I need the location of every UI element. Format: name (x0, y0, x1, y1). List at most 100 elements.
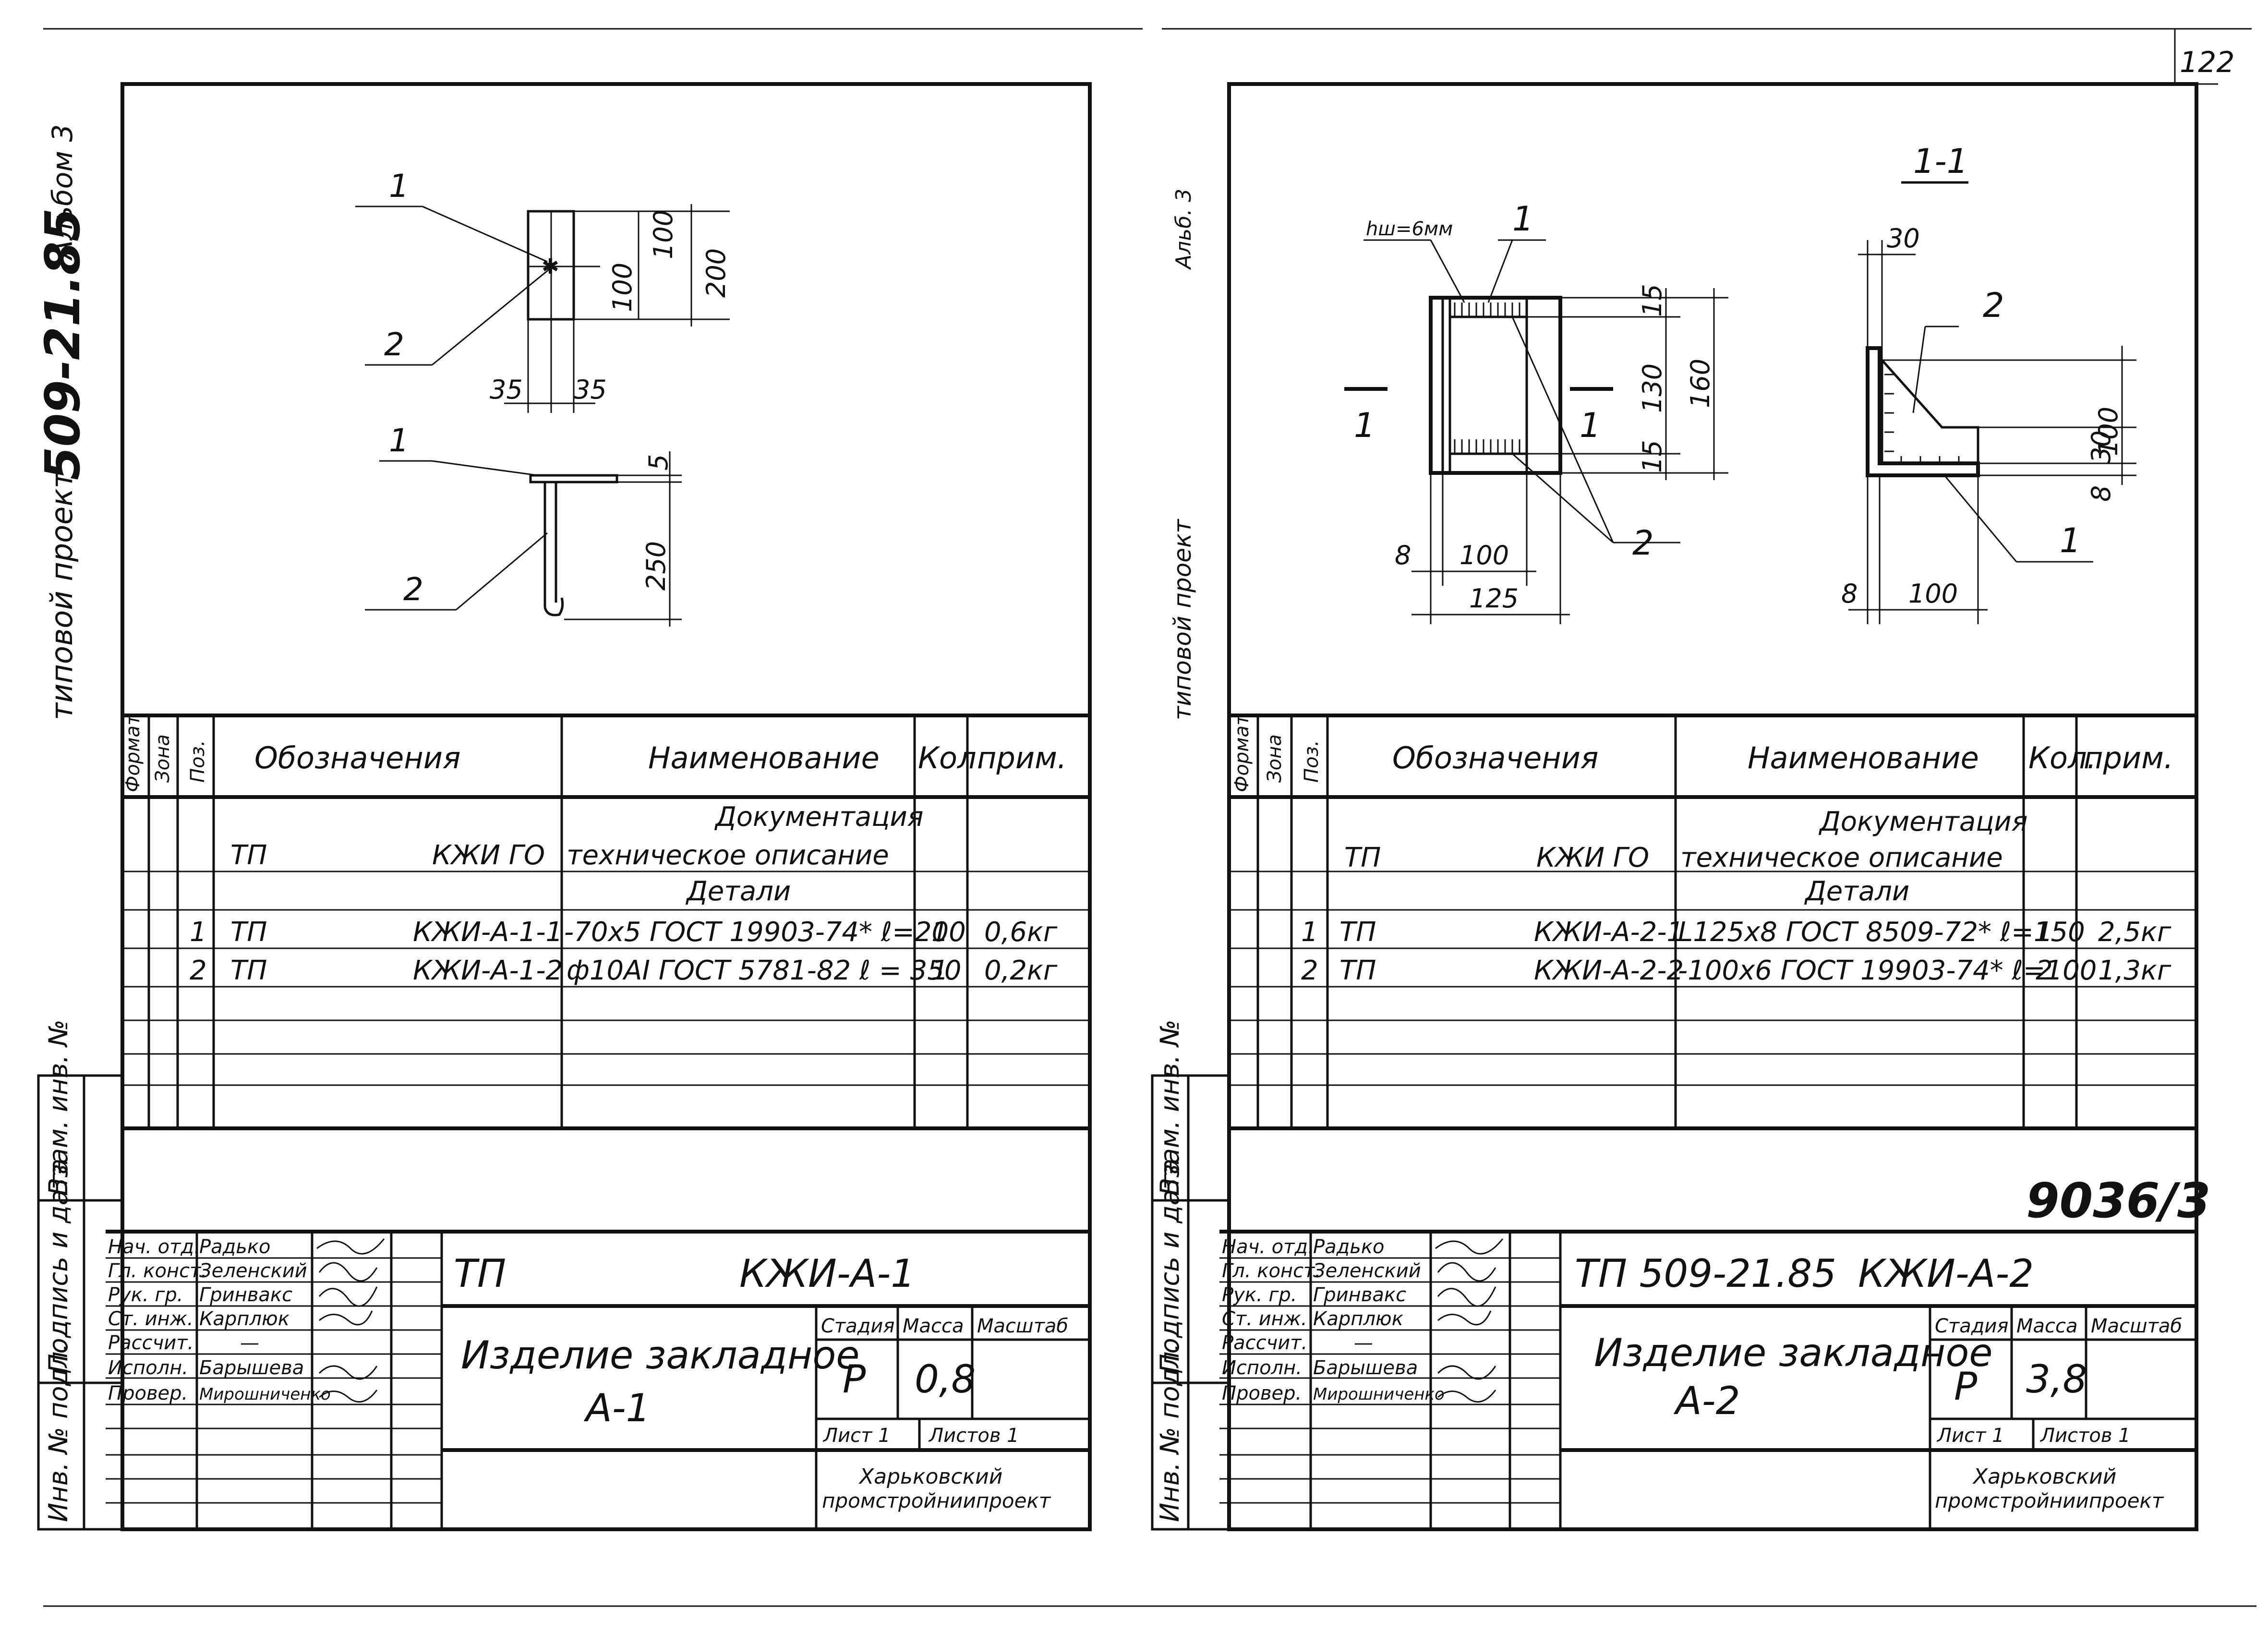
svg-text:Стадия: Стадия (821, 1315, 894, 1337)
svg-text:Кол.: Кол. (2028, 740, 2096, 775)
svg-text:1: 1 (190, 917, 207, 948)
svg-text:2: 2 (190, 955, 207, 986)
svg-text:Наименование: Наименование (1748, 740, 1979, 775)
left-callout-1: 1 (389, 168, 409, 205)
svg-text:Детали: Детали (1804, 876, 1909, 907)
svg-text:ТП: ТП (230, 840, 267, 871)
svg-text:100: 100 (2093, 407, 2123, 456)
svg-text:Изделие закладное: Изделие закладное (1594, 1331, 1993, 1375)
gusset-plate (1881, 357, 1979, 465)
svg-text:Поз.: Поз. (1301, 740, 1323, 783)
svg-text:Лист 1: Лист 1 (1936, 1425, 2004, 1447)
weld-hatching-front (1454, 302, 1520, 454)
svg-text:Барышева: Барышева (199, 1357, 304, 1379)
svg-text:ф10АI ГОСТ 5781-82 ℓ = 350: ф10АI ГОСТ 5781-82 ℓ = 350 (567, 955, 961, 986)
right-callout-2: 2 (1632, 523, 1654, 563)
right-side-field-replace: Взам. инв. № (1155, 1019, 1185, 1196)
svg-text:100: 100 (648, 210, 678, 259)
svg-text:промстройниипроект: промстройниипроект (822, 1489, 1051, 1512)
svg-text:-70х5 ГОСТ 19903-74* ℓ=200: -70х5 ГОСТ 19903-74* ℓ=200 (564, 917, 966, 948)
plate-side-view (529, 474, 618, 484)
svg-text:Документация: Документация (1818, 806, 2027, 837)
right-callout-1b: 1 (2060, 521, 2081, 560)
svg-text:А-2: А-2 (1673, 1379, 1740, 1423)
svg-text:—: — (240, 1332, 259, 1354)
svg-text:5: 5 (643, 454, 674, 471)
svg-text:Харьковский: Харьковский (858, 1464, 1002, 1489)
svg-text:прим.: прим. (2084, 740, 2173, 775)
svg-text:35: 35 (490, 375, 523, 405)
stamp-number: 9036/3 (2026, 1173, 2210, 1229)
sheet-number: 122 (2180, 46, 2235, 79)
svg-text:Рук. гр.: Рук. гр. (108, 1284, 183, 1306)
svg-text:Харьковский: Харьковский (1972, 1464, 2116, 1489)
svg-text:15: 15 (1637, 284, 1667, 317)
svg-text:Детали: Детали (685, 876, 791, 907)
svg-text:Р: Р (843, 1357, 866, 1402)
svg-text:ТП: ТП (454, 1251, 506, 1296)
svg-text:Документация: Документация (714, 801, 923, 833)
left-side-album: Альбом 3 (46, 124, 79, 261)
left-signatures (316, 1238, 385, 1403)
right-signatures (1435, 1238, 1504, 1403)
svg-text:Радько: Радько (199, 1236, 271, 1258)
svg-text:160: 160 (1685, 359, 1715, 408)
svg-text:Листов 1: Листов 1 (928, 1425, 1019, 1447)
svg-text:Мирошниченко: Мирошниченко (1313, 1385, 1445, 1404)
svg-text:промстройниипроект: промстройниипроект (1935, 1489, 2164, 1512)
svg-text:0,2кг: 0,2кг (984, 955, 1058, 986)
svg-text:15: 15 (1637, 440, 1667, 473)
svg-text:-100х6 ГОСТ 19903-74* ℓ=100: -100х6 ГОСТ 19903-74* ℓ=100 (1678, 955, 2097, 986)
svg-text:1: 1 (2036, 917, 2053, 948)
svg-text:ТП: ТП (1339, 955, 1376, 986)
svg-text:Наименование: Наименование (648, 740, 880, 775)
svg-text:250: 250 (641, 541, 671, 591)
right-side-strip (1151, 1074, 1231, 1531)
svg-text:2,5кг: 2,5кг (2098, 917, 2171, 948)
svg-text:техническое описание: техническое описание (567, 840, 889, 871)
svg-text:прим.: прим. (977, 740, 1067, 775)
svg-text:✱: ✱ (542, 254, 559, 279)
left-sheet-frame (121, 82, 1092, 1531)
svg-text:КЖИ-А-1-1: КЖИ-А-1-1 (413, 917, 563, 948)
svg-text:30: 30 (2086, 430, 2116, 463)
right-sheet: Инв. № подл. Подпись и дата Взам. инв. №… (1151, 82, 2210, 1531)
svg-text:Ст. инж.: Ст. инж. (1222, 1308, 1307, 1330)
left-side-project: типовой проект (44, 470, 79, 720)
svg-text:1: 1 (1301, 917, 1318, 948)
svg-text:Формат: Формат (1231, 714, 1253, 792)
left-side-strip (37, 1074, 124, 1531)
svg-text:Гринвакс: Гринвакс (199, 1284, 292, 1306)
svg-text:1: 1 (931, 917, 949, 948)
svg-text:35: 35 (574, 375, 607, 405)
right-callout-1: 1 (1512, 199, 1534, 239)
svg-text:Мирошниченко: Мирошниченко (199, 1385, 331, 1404)
svg-text:2: 2 (2036, 955, 2053, 986)
angle-section (1866, 346, 1980, 477)
svg-text:КЖИ-А-2: КЖИ-А-2 (1858, 1251, 2034, 1296)
svg-text:8: 8 (2086, 485, 2116, 502)
svg-text:Зеленский: Зеленский (1313, 1260, 1421, 1282)
svg-text:100: 100 (607, 263, 638, 312)
svg-text:0,8: 0,8 (915, 1357, 976, 1402)
svg-text:Провер.: Провер. (1222, 1382, 1302, 1404)
svg-text:КЖИ-А-2-1: КЖИ-А-2-1 (1534, 917, 1684, 948)
svg-text:Гл. конст.: Гл. конст. (108, 1260, 207, 1282)
svg-text:Обозначения: Обозначения (1392, 740, 1598, 775)
svg-text:Рассчит.: Рассчит. (108, 1332, 193, 1354)
svg-text:Масса: Масса (2016, 1315, 2078, 1337)
right-title-block: Нач. отд. Гл. конст. Рук. гр. Ст. инж. Р… (1219, 1230, 2196, 1529)
right-side-album: Альб. 3 (1171, 189, 1196, 270)
left-callout-1b: 1 (389, 422, 409, 459)
svg-text:Стадия: Стадия (1935, 1315, 2008, 1337)
svg-text:Зона: Зона (1264, 734, 1286, 783)
svg-text:Ст. инж.: Ст. инж. (108, 1308, 193, 1330)
svg-text:Зона: Зона (152, 734, 174, 783)
svg-text:100: 100 (1460, 540, 1509, 570)
svg-text:КЖИ ГО: КЖИ ГО (432, 840, 545, 871)
svg-text:L125х8 ГОСТ 8509-72* ℓ=150: L125х8 ГОСТ 8509-72* ℓ=150 (1678, 917, 2085, 948)
svg-text:Рук. гр.: Рук. гр. (1222, 1284, 1297, 1306)
svg-text:ТП 509-21.85: ТП 509-21.85 (1575, 1251, 1836, 1296)
right-sheet-frame (1227, 82, 2198, 1531)
